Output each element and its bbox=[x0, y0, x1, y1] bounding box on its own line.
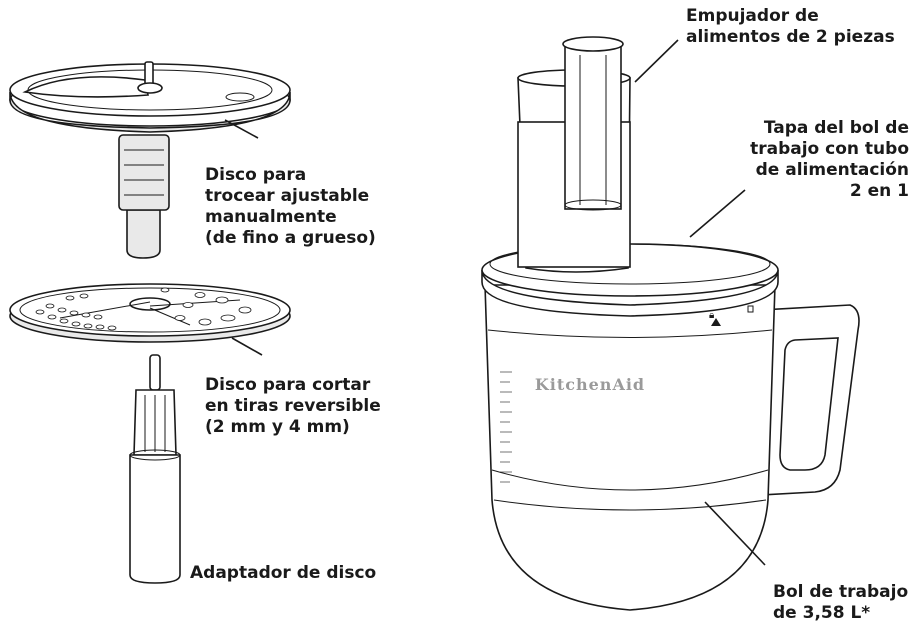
label-empujador-line: Empujador de bbox=[686, 6, 819, 26]
label-disco-trocear-line: Disco para bbox=[205, 165, 307, 185]
label-bol-line: Bol de trabajo bbox=[773, 582, 909, 602]
adaptador-drawing bbox=[129, 354, 181, 584]
procesador-drawing: 🔒︎ bbox=[481, 36, 860, 611]
leader-disco-trocear bbox=[224, 119, 259, 139]
label-disco-cortar-line: (2 mm y 4 mm) bbox=[205, 417, 350, 437]
label-adaptador: Adaptador de disco bbox=[190, 563, 376, 584]
label-disco-trocear-line: trocear ajustable bbox=[205, 186, 370, 206]
label-empujador: Empujador de alimentos de 2 piezas bbox=[686, 6, 895, 48]
label-tapa: Tapa del bol de trabajo con tubo de alim… bbox=[750, 118, 909, 202]
label-disco-trocear-line: manualmente bbox=[205, 207, 337, 227]
label-tapa-line: 2 en 1 bbox=[849, 181, 909, 201]
label-disco-cortar: Disco para cortar en tiras reversible (2… bbox=[205, 375, 381, 438]
label-adaptador-line: Adaptador de disco bbox=[190, 563, 377, 583]
disco-cortar-drawing bbox=[9, 283, 291, 343]
leader-tapa bbox=[689, 189, 746, 238]
label-tapa-line: de alimentación bbox=[755, 160, 909, 180]
label-tapa-line: trabajo con tubo bbox=[750, 139, 909, 159]
kitchenaid-logo: KitchenAid bbox=[535, 375, 645, 394]
disco-trocear-drawing bbox=[9, 61, 291, 259]
label-disco-cortar-line: Disco para cortar bbox=[205, 375, 371, 395]
label-disco-trocear: Disco para trocear ajustable manualmente… bbox=[205, 165, 376, 249]
label-bol: Bol de trabajo de 3,58 L* bbox=[773, 582, 908, 624]
label-empujador-line: alimentos de 2 piezas bbox=[686, 27, 895, 47]
label-tapa-line: Tapa del bol de bbox=[763, 118, 909, 138]
label-disco-trocear-line: (de fino a grueso) bbox=[205, 228, 376, 248]
leader-bol bbox=[704, 501, 766, 566]
svg-text:🔒︎: 🔒︎ bbox=[709, 310, 714, 321]
leader-empujador bbox=[634, 39, 679, 83]
label-bol-line: de 3,58 L* bbox=[773, 603, 871, 623]
label-disco-cortar-line: en tiras reversible bbox=[205, 396, 381, 416]
leader-disco-cortar bbox=[231, 337, 263, 356]
